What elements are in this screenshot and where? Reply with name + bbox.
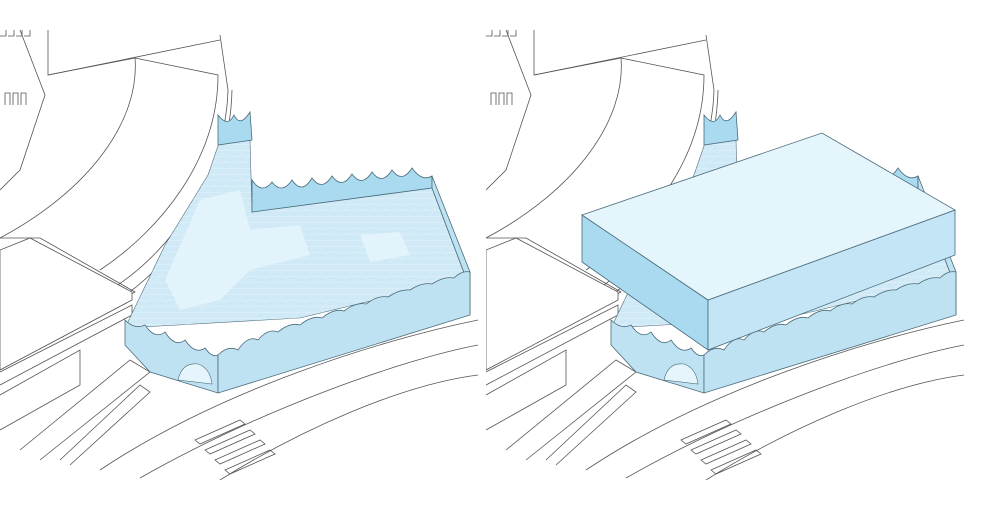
roof-volume-top-face [581,132,956,301]
panel-courtyard-with-roof-volume [486,29,965,480]
panel-existing-courtyard [0,29,478,480]
roof-volume [581,132,956,351]
